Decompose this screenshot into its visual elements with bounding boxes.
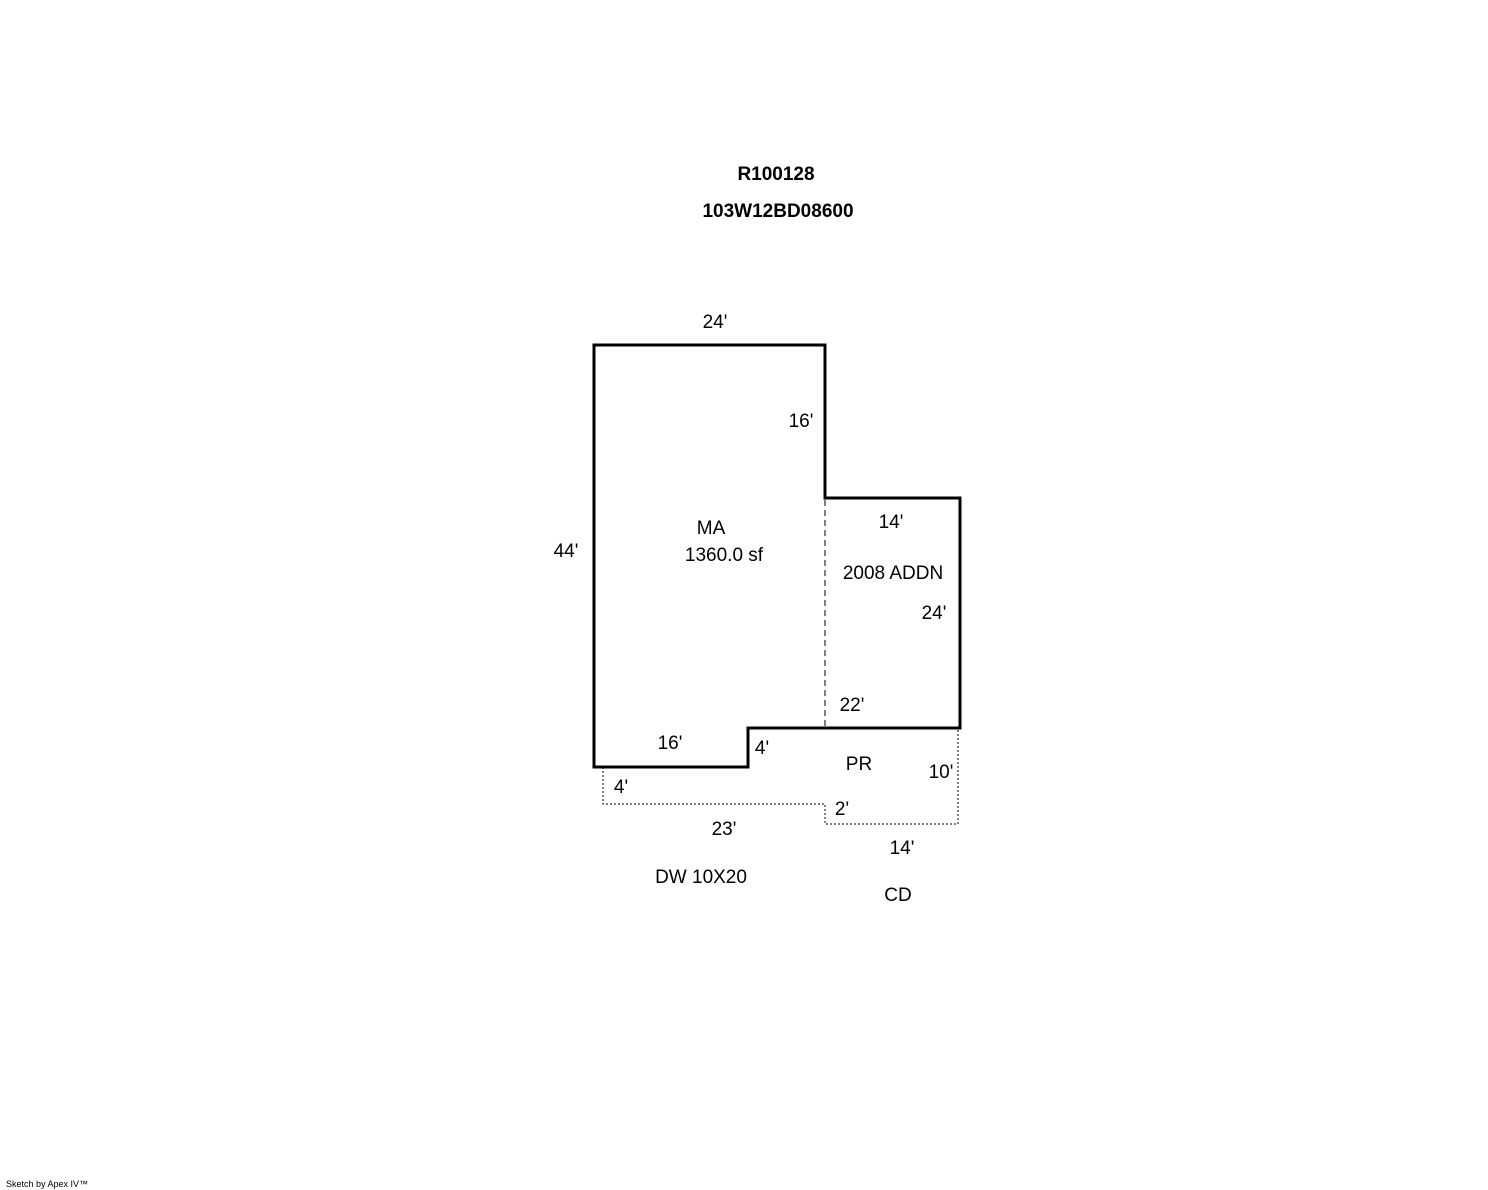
addition-label: 2008 ADDN xyxy=(843,563,943,584)
dim-addn-bottom: 22' xyxy=(840,695,865,716)
dim-cd-right: 14' xyxy=(890,838,915,859)
software-credit: Sketch by Apex IV™ xyxy=(6,1179,88,1189)
porch-code: PR xyxy=(846,754,872,775)
deck-outline xyxy=(602,728,959,825)
dim-cd-step: 2' xyxy=(835,799,849,820)
dim-cd-left: 4' xyxy=(614,777,628,798)
driveway-label: DW 10X20 xyxy=(655,867,747,888)
main-area-size: 1360.0 sf xyxy=(685,545,764,566)
dim-addn-right: 24' xyxy=(922,603,947,624)
main-area-code: MA xyxy=(697,518,726,539)
dim-ma-top: 24' xyxy=(703,312,728,333)
deck-code: CD xyxy=(884,885,911,906)
map-tax-lot: 103W12BD08600 xyxy=(702,201,853,222)
dim-cd-bottom: 23' xyxy=(712,819,737,840)
dim-ma-left: 44' xyxy=(554,541,579,562)
account-number: R100128 xyxy=(737,164,814,185)
dim-ma-bottom: 16' xyxy=(658,733,683,754)
dim-addn-top: 14' xyxy=(879,512,904,533)
dim-ma-right: 16' xyxy=(789,411,814,432)
dim-pr-right: 10' xyxy=(929,762,954,783)
main-area-outline xyxy=(592,343,962,769)
dim-ma-step: 4' xyxy=(755,738,769,759)
